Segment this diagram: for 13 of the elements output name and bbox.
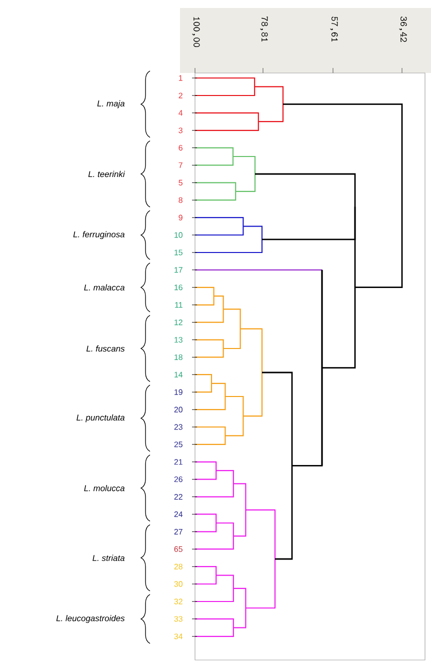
- species-label: L. leucogastroides: [56, 615, 125, 623]
- tick-label: 36,42: [399, 16, 407, 42]
- species-label: L. fuscans: [86, 345, 125, 352]
- tick-label: 57,61: [330, 16, 338, 42]
- tick-label: 78,81: [260, 16, 268, 42]
- species-label: L. punctulata: [76, 414, 124, 422]
- species-label: L. striata: [92, 554, 124, 561]
- species-label: L. molucca: [84, 484, 124, 492]
- species-label: L. ferruginosa: [73, 231, 124, 240]
- tick-label: 100,00: [192, 17, 200, 48]
- species-label: L. malacca: [84, 284, 124, 290]
- species-label: L. teerinki: [88, 170, 125, 178]
- species-label: L. maja: [97, 100, 124, 108]
